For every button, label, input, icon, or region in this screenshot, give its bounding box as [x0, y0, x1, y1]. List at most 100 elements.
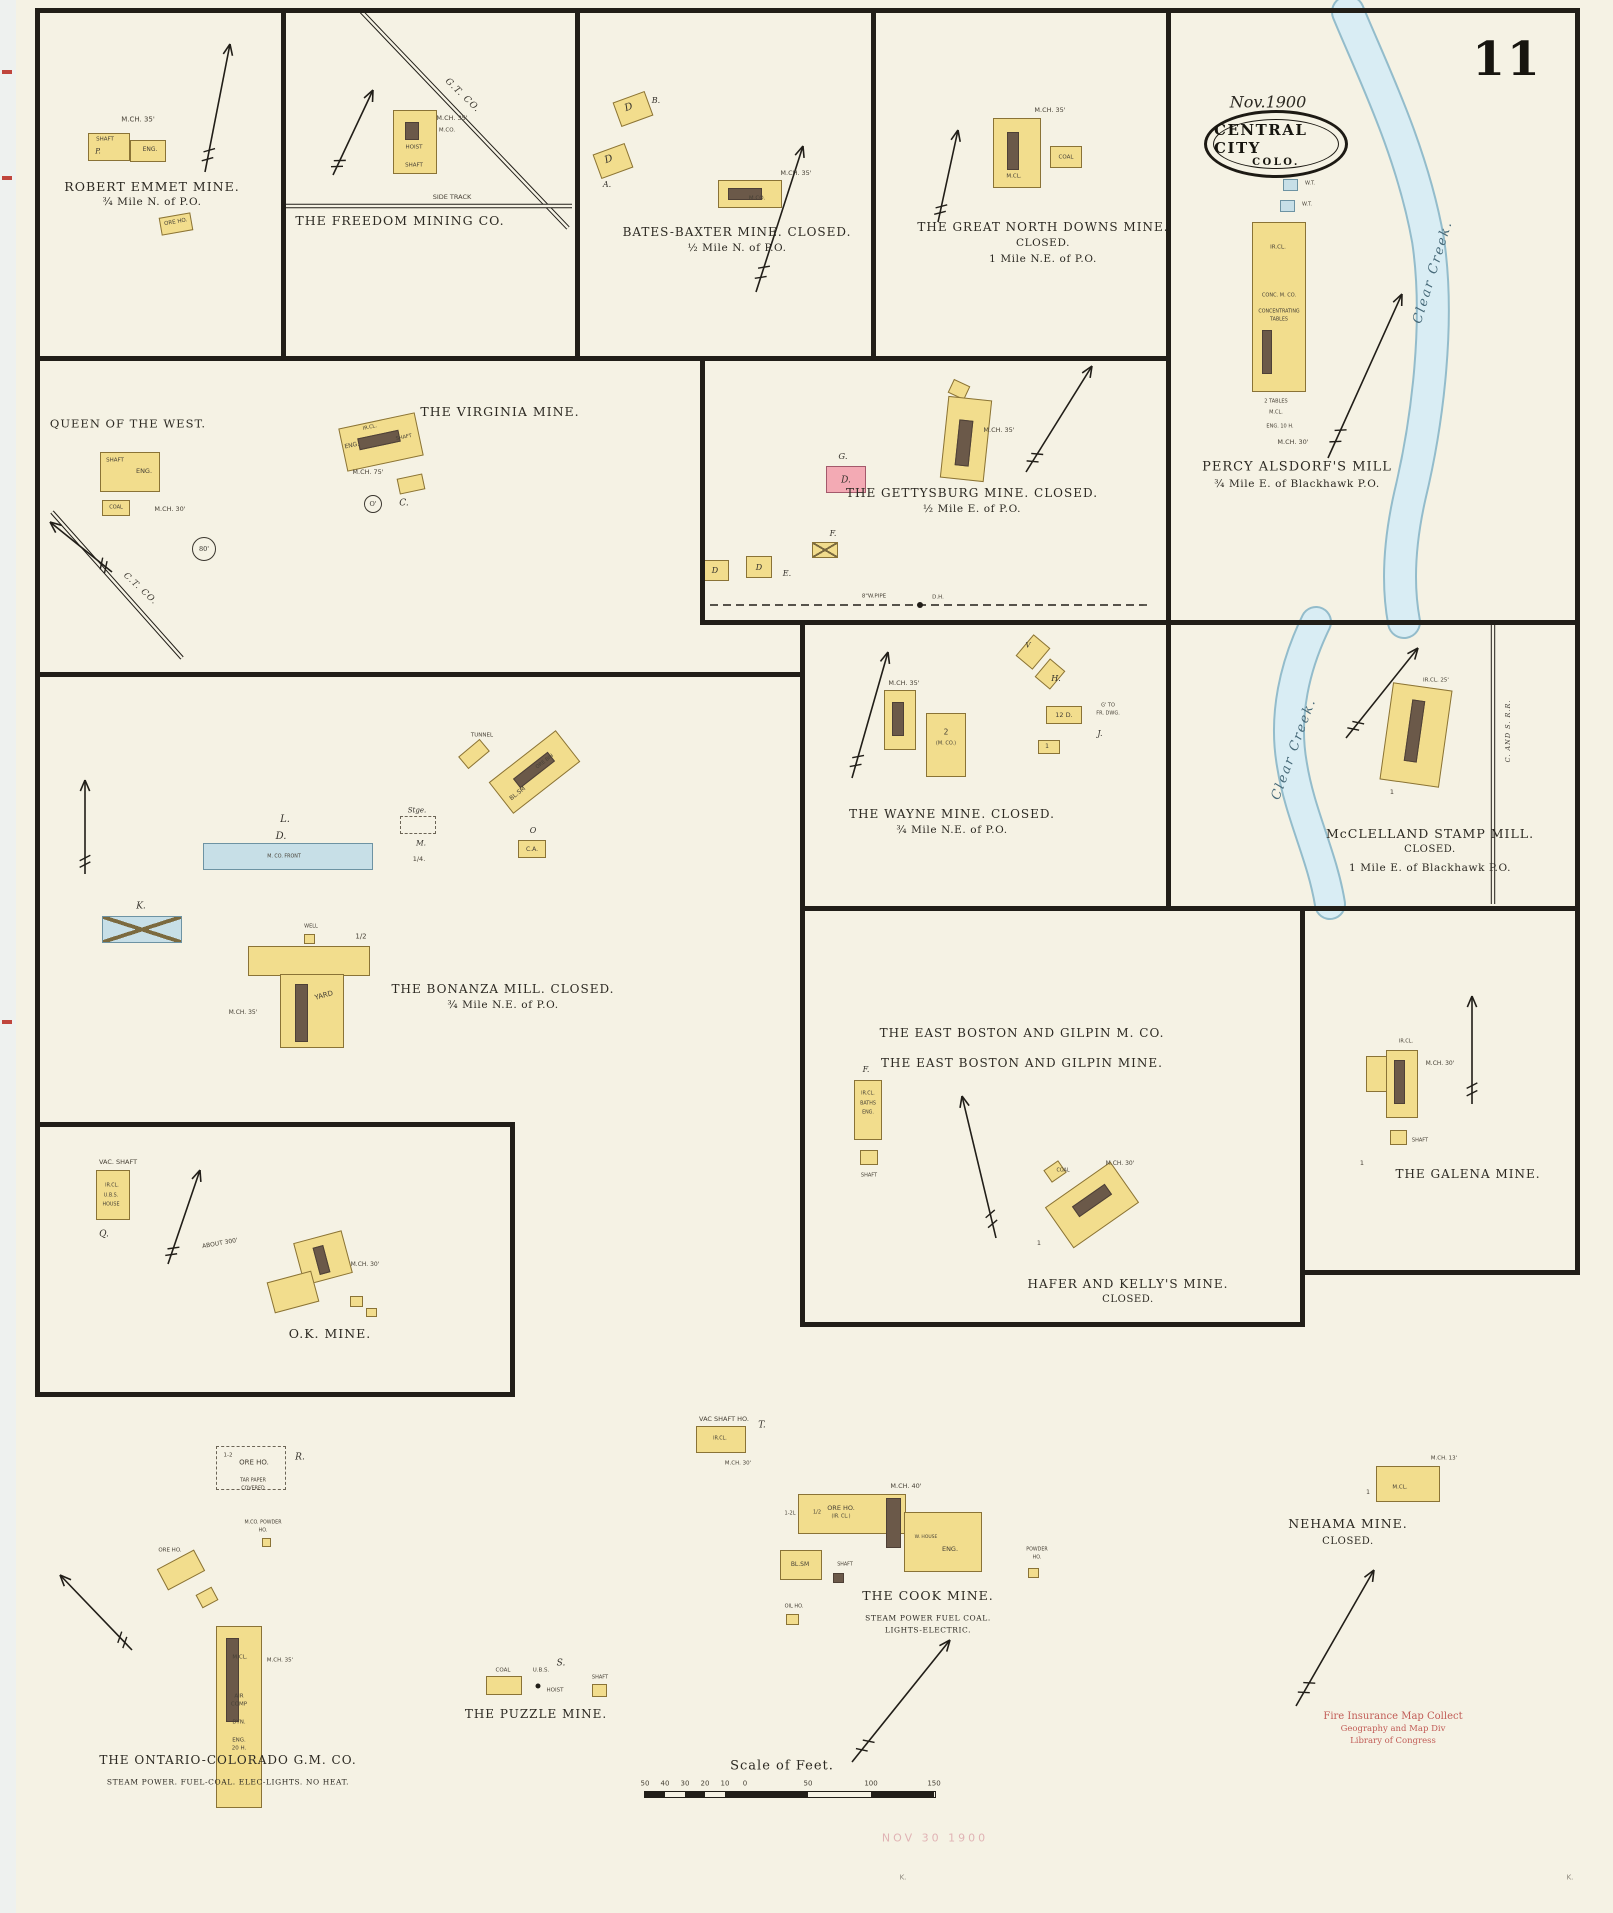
building [993, 118, 1041, 188]
map-annotation: HOIST [405, 144, 423, 151]
building [904, 1512, 982, 1572]
map-annotation: J. [1097, 729, 1103, 738]
panel-border [35, 356, 1171, 361]
building [926, 713, 966, 777]
panel-border [871, 8, 876, 356]
mine-name-label: THE BONANZA MILL. CLOSED. [391, 982, 615, 996]
panel-border [1166, 8, 1171, 906]
mine-name-label: NEHAMA MINE. [1288, 1515, 1408, 1531]
map-annotation: 1 [1045, 743, 1049, 750]
mine-name-label: BATES-BAXTER MINE. CLOSED. [622, 225, 852, 239]
map-annotation: IR.CL. 25' [1423, 677, 1449, 684]
map-annotation: M.CH. 35' [436, 113, 468, 122]
building [1038, 740, 1060, 754]
map-annotation: D. [841, 475, 851, 486]
mine-location-label: ½ Mile N. of P.O. [687, 241, 787, 254]
map-annotation: 1 [1366, 1489, 1370, 1496]
map-annotation: IR.CL. [861, 1091, 875, 1097]
mine-name-label: PERCY ALSDORF'S MILL [1202, 459, 1392, 475]
map-annotation: W.T. [1304, 180, 1316, 187]
building [400, 816, 436, 834]
map-annotation: HO. [1032, 1555, 1042, 1561]
map-annotation: TUNNEL [470, 732, 494, 739]
map-annotation: CONC. M. CO. [1261, 292, 1297, 299]
map-annotation: 1-2L [784, 1510, 796, 1517]
mine-name-label: McCLELLAND STAMP MILL. [1325, 825, 1535, 841]
building [780, 1550, 822, 1580]
building [216, 1446, 286, 1490]
sheet-number: 11 [1472, 32, 1542, 87]
map-annotation: IR.CL. [105, 1183, 119, 1189]
building [786, 1614, 799, 1625]
title-oval-inner: CENTRAL CITY COLO. [1213, 119, 1339, 169]
map-annotation: 1-2 [223, 1452, 233, 1459]
map-annotation: T. [758, 1420, 766, 1431]
mine-name-label: THE GETTYSBURG MINE. CLOSED. [845, 486, 1099, 500]
mine-location-label: CLOSED. [1404, 844, 1456, 855]
panel-border [281, 8, 286, 356]
panel-border [700, 620, 1580, 625]
map-annotation: K. [1566, 1873, 1574, 1882]
map-annotation: M.CO. [748, 195, 766, 202]
mine-location-label: STEAM POWER FUEL COAL. [865, 1613, 991, 1623]
scale-number: 0 [742, 1779, 748, 1788]
building [88, 133, 130, 161]
library-stamp: Fire Insurance Map Collect Geography and… [1288, 1710, 1498, 1748]
panel-border [700, 356, 705, 625]
building [1376, 1466, 1440, 1502]
mine-name-label: THE PUZZLE MINE. [464, 1707, 608, 1721]
scale-segment [645, 1792, 665, 1797]
mine-name-label: THE VIRGINIA MINE. [420, 403, 580, 419]
mine-name-label: THE EAST BOSTON AND GILPIN M. CO. [879, 1026, 1165, 1040]
mine-location-label: ¾ Mile E. of Blackhawk P.O. [1214, 477, 1380, 490]
city-name: CENTRAL CITY [1214, 120, 1308, 157]
measure-circle: O' [364, 495, 382, 513]
map-annotation: M.CL. [1392, 1484, 1408, 1491]
scale-label: Scale of Feet. [730, 1758, 834, 1774]
building [102, 500, 130, 516]
map-annotation: WELL [304, 923, 318, 930]
map-annotation: B. [651, 96, 661, 105]
map-annotation: 1/2 [812, 1509, 822, 1516]
map-annotation: C. [399, 498, 409, 509]
map-annotation: C. AND S. R.R. [1503, 699, 1512, 763]
map-annotation: (M. CO.) [935, 740, 957, 747]
map-annotation: O [529, 826, 537, 835]
panel-border [1300, 1270, 1580, 1275]
map-annotation: L. [280, 814, 290, 825]
map-annotation: OIL HO. [784, 1603, 804, 1610]
scale-number: 10 [720, 1779, 730, 1788]
building [366, 1308, 377, 1317]
mine-location-label: 1 Mile E. of Blackhawk P.O. [1348, 861, 1512, 874]
building [746, 556, 772, 578]
map-annotation: ORE HO. [239, 1458, 269, 1467]
map-annotation: 1 [1036, 1238, 1042, 1247]
map-annotation: ENG. [862, 1110, 874, 1116]
map-annotation: TABLES [1270, 317, 1288, 323]
map-annotation: COAL [495, 1667, 511, 1674]
map-annotation: 1/2 [355, 932, 367, 941]
map-annotation: U.B.S. [103, 1193, 119, 1199]
panel-border [35, 8, 1580, 13]
mine-name-label: QUEEN OF THE WEST. [49, 416, 207, 431]
scale-segment [685, 1792, 705, 1797]
map-annotation: M.CO. [438, 127, 456, 134]
building [350, 1296, 363, 1307]
building [203, 843, 373, 870]
map-annotation: CONCENTRATING [1258, 309, 1300, 315]
map-annotation: K. [899, 1873, 907, 1882]
map-annotation: K. [136, 901, 146, 912]
map-annotation: D [711, 566, 719, 575]
panel-border [35, 672, 805, 677]
map-annotation: M.CH. 35' [780, 168, 812, 177]
map-annotation: M.CH. 40' [890, 1481, 922, 1490]
scale-number: 50 [803, 1779, 813, 1788]
stamp-line-2: Geography and Map Div [1340, 1724, 1446, 1734]
building [886, 1498, 901, 1548]
map-annotation: SHAFT [106, 457, 124, 464]
building [280, 974, 344, 1048]
building [1390, 1130, 1407, 1145]
map-annotation: M.CH. 30' [154, 504, 186, 513]
map-annotation: COAL [1056, 1168, 1070, 1174]
map-annotation: F. [829, 529, 837, 538]
